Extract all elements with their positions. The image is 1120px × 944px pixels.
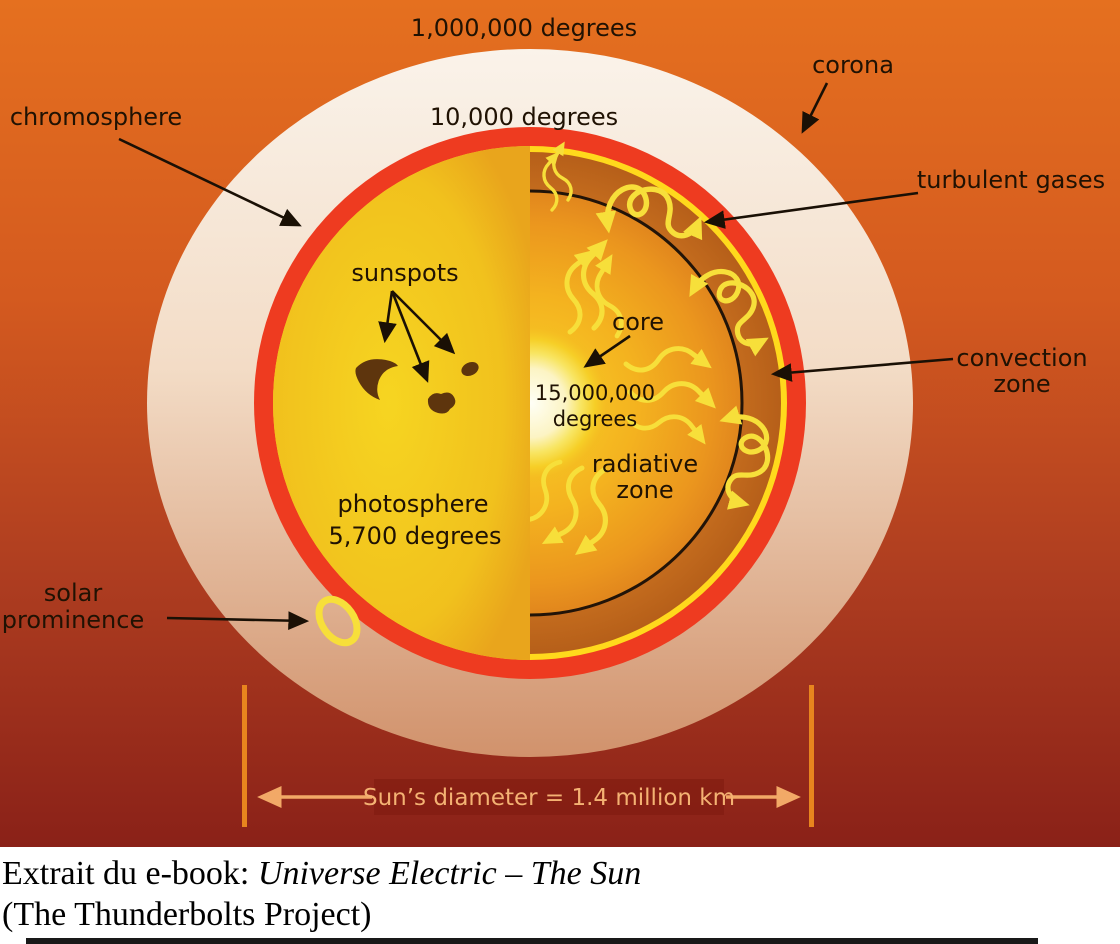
label-photosphere: photosphere bbox=[337, 490, 488, 518]
caption-line1-regular: Extrait du e-book: bbox=[2, 855, 258, 892]
sunspots-group bbox=[355, 359, 479, 414]
bottom-crop-bar bbox=[26, 938, 1038, 944]
sunspot-arrow-3 bbox=[391, 290, 456, 355]
label-chromosphere: chromosphere bbox=[10, 103, 182, 131]
caption-line1: Extrait du e-book: Universe Electric – T… bbox=[2, 854, 641, 894]
label-solar-prominence-line2: prominence bbox=[2, 606, 144, 634]
label-corona-temperature: 1,000,000 degrees bbox=[411, 14, 637, 42]
caption-line2: (The Thunderbolts Project) bbox=[2, 896, 372, 933]
label-convection-zone-line1: convection bbox=[956, 344, 1087, 372]
measure-bar-right bbox=[809, 685, 814, 827]
sunspot-arrow-1 bbox=[378, 290, 397, 344]
label-arrows bbox=[118, 82, 954, 630]
sunspot-large bbox=[355, 359, 398, 400]
sunspot-medium bbox=[427, 392, 456, 414]
turbulent-gases-arrow bbox=[703, 191, 919, 229]
label-convection-zone-line2: zone bbox=[993, 370, 1050, 398]
sunspot-small bbox=[461, 361, 479, 377]
caption-line1-italic: Universe Electric – The Sun bbox=[257, 855, 642, 892]
corona-arrow bbox=[801, 82, 829, 134]
label-sunspots: sunspots bbox=[351, 259, 458, 287]
label-radiative-zone-line2: zone bbox=[616, 476, 673, 504]
photosphere-half-disk bbox=[273, 146, 530, 660]
label-chromosphere-temperature: 10,000 degrees bbox=[430, 103, 618, 131]
label-core-temperature-value: 15,000,000 bbox=[535, 381, 655, 405]
diameter-measurement: Sun’s diameter = 1.4 million km bbox=[242, 685, 814, 827]
solar-prominence-loop bbox=[315, 595, 361, 647]
chromosphere-arrow bbox=[118, 137, 302, 227]
label-core-temperature-unit: degrees bbox=[553, 407, 638, 431]
core-arrow bbox=[583, 334, 631, 368]
label-radiative-zone-line1: radiative bbox=[592, 450, 698, 478]
label-turbulent-gases: turbulent gases bbox=[917, 166, 1105, 194]
caption-band: Extrait du e-book: Universe Electric – T… bbox=[0, 847, 1120, 944]
solar-prominence-arrow bbox=[166, 611, 310, 630]
label-core: core bbox=[612, 308, 664, 336]
convection-zone-arrow bbox=[770, 357, 954, 382]
label-solar-prominence-line1: solar bbox=[44, 579, 103, 607]
measure-bar-left bbox=[242, 685, 247, 827]
label-corona: corona bbox=[812, 51, 894, 79]
sunspot-arrow-2 bbox=[390, 290, 430, 383]
sun-diagram-canvas: 1,000,000 degrees corona chromosphere 10… bbox=[0, 0, 1120, 847]
label-photosphere-temperature: 5,700 degrees bbox=[329, 522, 502, 550]
measure-label: Sun’s diameter = 1.4 million km bbox=[363, 785, 735, 811]
measure-text-box bbox=[374, 779, 724, 815]
